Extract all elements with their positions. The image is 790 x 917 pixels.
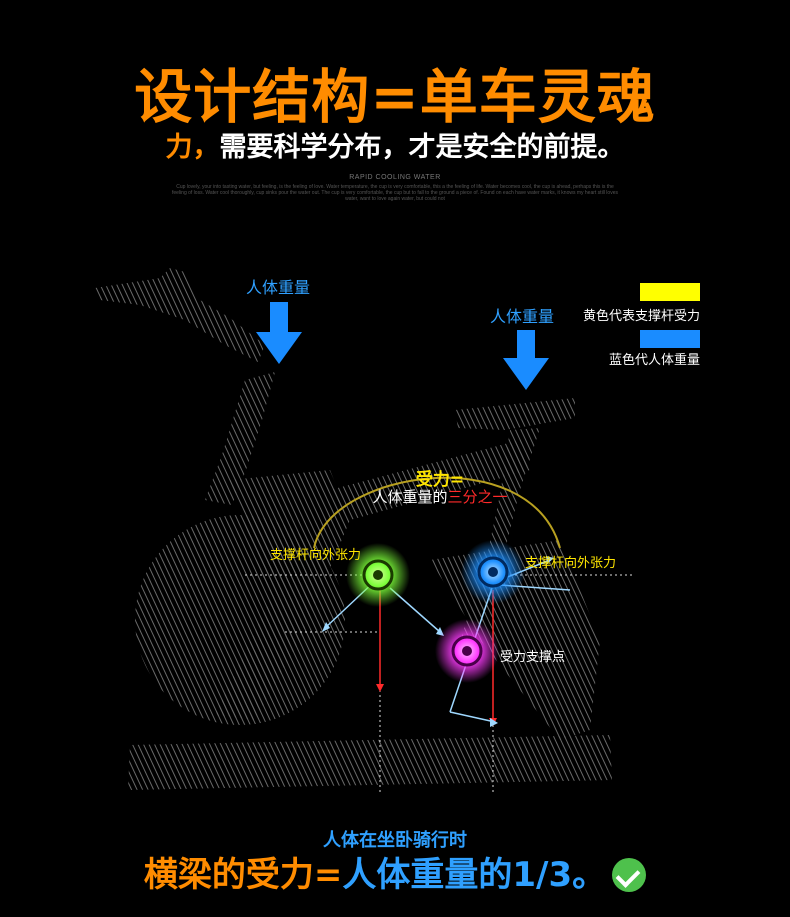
subtitle-text: 需要科学分布，才是安全的前提。 — [219, 132, 625, 163]
footer-main-end: 。 — [572, 855, 607, 895]
legend-label-yellow: 黄色代表支撑杆受力 — [582, 309, 700, 324]
force-arc — [313, 476, 561, 549]
sub-caption: RAPID COOLING WATER — [349, 174, 441, 181]
formula-white: 人体重量的 — [372, 488, 448, 506]
footer-subtitle: 人体在坐卧骑行时 — [323, 830, 467, 851]
green-joint — [346, 543, 410, 607]
magenta-joint — [435, 619, 499, 683]
formula-red: 三分之一 — [447, 488, 508, 506]
fine-print: Cup lovely, your into tasting water, but… — [172, 184, 618, 202]
right-force-label: 支撑杆向外张力 — [525, 556, 617, 571]
page-subtitle: 力，需要科学分布，才是安全的前提。 — [0, 128, 790, 168]
footer-main-blue: 人体重量的1/3 — [342, 855, 573, 895]
footer-main-orange: 横梁的受力= — [143, 855, 343, 895]
bike-illustration — [95, 268, 635, 795]
footer-main: 横梁的受力=人体重量的1/3。 — [0, 852, 790, 898]
support-point-label: 受力支撑点 — [500, 650, 566, 665]
formula-title: 受力= — [415, 470, 465, 490]
arrow-down-left-icon — [256, 302, 302, 364]
arrow-down-right-icon — [503, 330, 549, 390]
blue-joint — [461, 540, 525, 604]
legend-label-blue: 蓝色代人体重量 — [608, 353, 700, 368]
subtitle-accent: 力， — [165, 132, 220, 163]
legend-swatch-blue — [640, 330, 700, 348]
formula-text: 人体重量的三分之一 — [340, 486, 540, 507]
page-title: 设计结构=单车灵魂 — [134, 63, 656, 131]
check-circle-icon — [612, 858, 647, 892]
legend-swatch-yellow — [640, 283, 700, 301]
weight-label-left: 人体重量 — [246, 278, 311, 297]
left-force-label: 支撑杆向外张力 — [270, 548, 362, 563]
weight-label-right: 人体重量 — [490, 307, 555, 326]
